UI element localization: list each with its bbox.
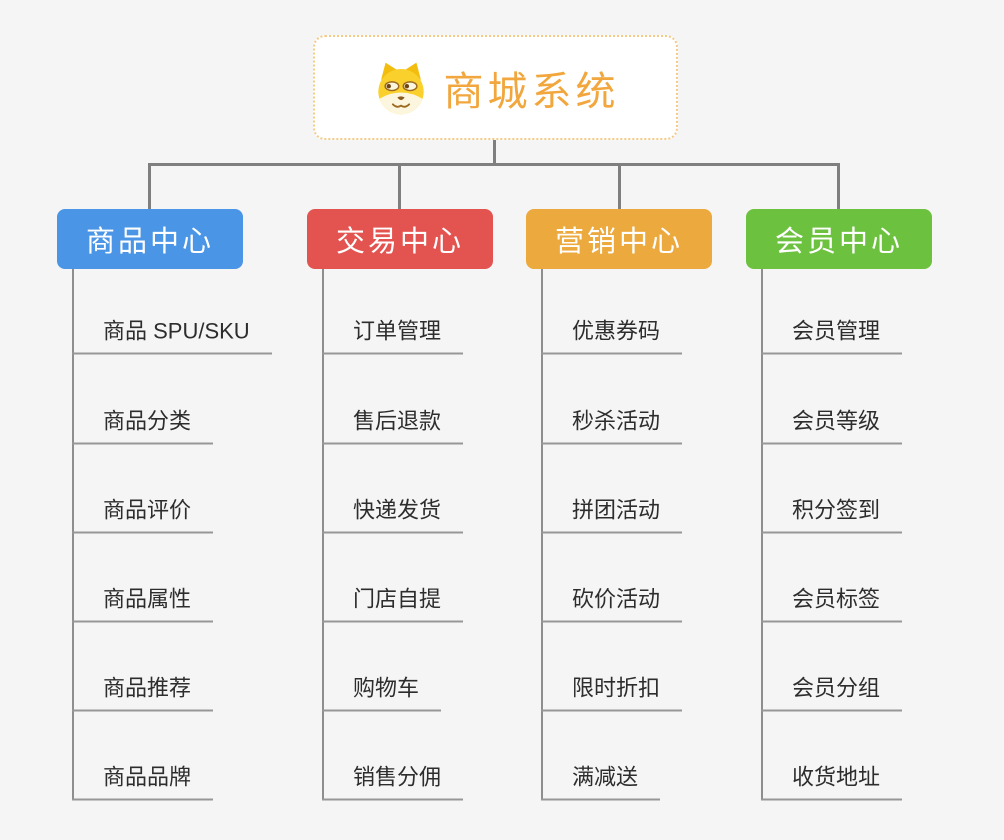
branch-column-product: 商品 SPU/SKU 商品分类 商品评价 商品属性 商品推荐 商品品牌	[57, 269, 317, 800]
leaf-node-express-shipping[interactable]: 快递发货	[322, 497, 464, 533]
connector-drop-marketing	[618, 163, 621, 210]
leaf-node-shipping-address[interactable]: 收货地址	[761, 764, 903, 800]
connector-drop-trade	[398, 163, 401, 210]
leaf-node-member-group[interactable]: 会员分组	[761, 675, 903, 711]
leaf-node-member-tag[interactable]: 会员标签	[761, 586, 903, 622]
leaf-node-aftersale-refund[interactable]: 售后退款	[322, 408, 464, 444]
leaf-node-product-brand[interactable]: 商品品牌	[72, 764, 214, 800]
root-title: 商城系统	[443, 69, 620, 114]
leaf-node-order-management[interactable]: 订单管理	[322, 318, 464, 354]
connector-horizontal-bar	[148, 163, 840, 166]
branch-trunk-line	[541, 269, 543, 800]
branch-node-trade-center[interactable]: 交易中心	[307, 209, 493, 269]
branch-column-marketing: 优惠券码 秒杀活动 拼团活动 砍价活动 限时折扣 满减送	[526, 269, 786, 800]
branch-node-member-center[interactable]: 会员中心	[746, 209, 932, 269]
root-node-mall-system[interactable]: 商城系统	[313, 35, 678, 140]
branch-node-product-center[interactable]: 商品中心	[57, 209, 243, 269]
leaf-node-store-pickup[interactable]: 门店自提	[322, 586, 464, 622]
leaf-node-flash-sale[interactable]: 秒杀活动	[541, 408, 683, 444]
leaf-node-member-management[interactable]: 会员管理	[761, 318, 903, 354]
leaf-node-product-review[interactable]: 商品评价	[72, 497, 214, 533]
leaf-node-time-discount[interactable]: 限时折扣	[541, 675, 683, 711]
leaf-node-product-spu-sku[interactable]: 商品 SPU/SKU	[72, 318, 272, 354]
branch-trunk-line	[72, 269, 74, 800]
leaf-node-shopping-cart[interactable]: 购物车	[322, 675, 442, 711]
leaf-node-sales-commission[interactable]: 销售分佣	[322, 764, 464, 800]
leaf-node-spend-discount[interactable]: 满减送	[541, 764, 661, 800]
leaf-node-product-recommend[interactable]: 商品推荐	[72, 675, 214, 711]
branch-trunk-line	[322, 269, 324, 800]
branch-column-member: 会员管理 会员等级 积分签到 会员标签 会员分组 收货地址	[746, 269, 1004, 800]
branch-node-marketing-center[interactable]: 营销中心	[526, 209, 712, 269]
leaf-node-group-buy[interactable]: 拼团活动	[541, 497, 683, 533]
leaf-node-bargain[interactable]: 砍价活动	[541, 586, 683, 622]
shiba-dog-icon	[377, 62, 424, 114]
branch-column-trade: 订单管理 售后退款 快递发货 门店自提 购物车 销售分佣	[307, 269, 567, 800]
connector-root-stub	[493, 140, 496, 163]
connector-drop-member	[837, 163, 840, 210]
leaf-node-product-attribute[interactable]: 商品属性	[72, 586, 214, 622]
connector-drop-product	[148, 163, 151, 210]
branch-trunk-line	[761, 269, 763, 800]
leaf-node-product-category[interactable]: 商品分类	[72, 408, 214, 444]
leaf-node-member-level[interactable]: 会员等级	[761, 408, 903, 444]
leaf-node-coupon-code[interactable]: 优惠券码	[541, 318, 683, 354]
leaf-node-points-checkin[interactable]: 积分签到	[761, 497, 903, 533]
